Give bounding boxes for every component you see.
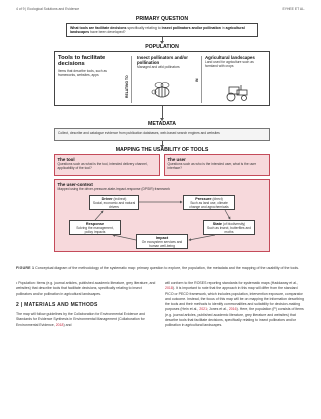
impact-box: Impact On ecosystem services and human w… (136, 234, 188, 249)
citation-link[interactable]: 2021 (199, 307, 208, 312)
citation-link[interactable]: 2016 (228, 307, 237, 312)
figure-caption-text: Conceptual diagram of the methodology of… (34, 266, 300, 270)
response-text: Solving the management, policy impacts (76, 226, 114, 235)
mapping-title: MAPPING THE USABILITY OF TOOLS (115, 147, 209, 153)
metadata-text: Collect, describe and catalogue evidence… (58, 130, 220, 135)
figure-caption: FIGURE 1 Conceptual diagram of the metho… (16, 266, 305, 271)
agri-title: Agricultural landscapes (205, 55, 255, 60)
state-text: Such as insect, butterflies and moths (207, 226, 251, 235)
running-header-left: 4 of 9 | Ecological Solutions and Eviden… (16, 7, 80, 11)
left-column: • Population: Items (e.g. journal articl… (16, 281, 156, 328)
relating-to-label: RELATING TO (125, 75, 129, 98)
in-label: IN (195, 78, 199, 82)
bee-icon (151, 82, 170, 98)
pressure-text: Such as land use, climate change and agr… (189, 201, 229, 210)
metadata-title: METADATA (148, 121, 176, 127)
tractor-icon (226, 85, 248, 102)
tools-text: Items that describe tools, such as frame… (58, 68, 107, 78)
user-context-text: Mapped using the driver-pressure-state-i… (57, 186, 171, 191)
insect-text: Managed and wild pollinators (137, 65, 180, 69)
user-title: The user (167, 156, 186, 162)
running-header-right: EYHEE ET AL. (282, 7, 305, 11)
response-box: Response Solving the management, policy … (69, 220, 121, 235)
tools-block: Tools to facilitate decisions Items that… (58, 55, 122, 77)
figure-caption-lead: FIGURE 1 (16, 266, 35, 270)
primary-question-text: What tools are facilitate decisions spec… (70, 25, 245, 34)
agri-text: Land used for agriculture such as farmla… (205, 60, 254, 69)
user-text: Questions such as who is the intended us… (167, 161, 257, 170)
insect-title: Insect pollinators and/or pollination (137, 55, 188, 65)
section-heading-methods: 2 | MATERIALS AND METHODS (16, 301, 98, 308)
running-header: 4 of 9 | Ecological Solutions and Eviden… (16, 7, 305, 15)
user-context-box: The user-context Mapped using the driver… (54, 179, 270, 252)
primary-question-box: What tools are facilitate decisions spec… (66, 23, 258, 37)
citation-link[interactable]: 2018 (55, 322, 64, 327)
population-bullet: • Population: Items (e.g. journal articl… (16, 281, 156, 296)
driver-text: Social, economic and natural drivers (92, 201, 136, 210)
citation-link[interactable]: 2018 (165, 286, 173, 291)
right-column: will conform to the ROSES reporting stan… (165, 281, 305, 329)
primary-question-title: PRIMARY QUESTION (135, 16, 189, 22)
figure-conceptual-diagram: PRIMARY QUESTION What tools are facilita… (38, 16, 286, 254)
population-title: POPULATION (145, 44, 179, 50)
pressure-box: Pressure (direct) Such as land use, clim… (183, 195, 235, 210)
user-context-title: The user-context (57, 181, 93, 187)
tool-title: The tool (57, 156, 75, 162)
metadata-box: Collect, describe and catalogue evidence… (54, 128, 270, 141)
impact-text: On ecosystem services and human well-bei… (141, 240, 183, 249)
insect-block: Insect pollinators and/or pollination Ma… (137, 55, 189, 69)
tools-title: Tools to facilitate decisions (58, 55, 106, 68)
dpsir-cycle-arrows (94, 200, 231, 241)
tool-text: Questions such as what is the tool, inte… (57, 161, 148, 170)
right-paragraph: will conform to the ROSES reporting stan… (165, 281, 304, 328)
tool-box: The tool Questions such as what is the t… (54, 154, 160, 176)
methods-paragraph: The map will follow guidelines by the Co… (16, 312, 145, 327)
population-box: Tools to facilitate decisions Items that… (54, 51, 270, 106)
agri-block: Agricultural landscapes Land used for ag… (205, 55, 267, 68)
user-box: The user Questions such as who is the in… (164, 154, 270, 176)
state-box: State (of biodiversity) Such as insect, … (203, 220, 255, 235)
driver-box: Driver (indirect) Social, economic and n… (89, 195, 139, 210)
